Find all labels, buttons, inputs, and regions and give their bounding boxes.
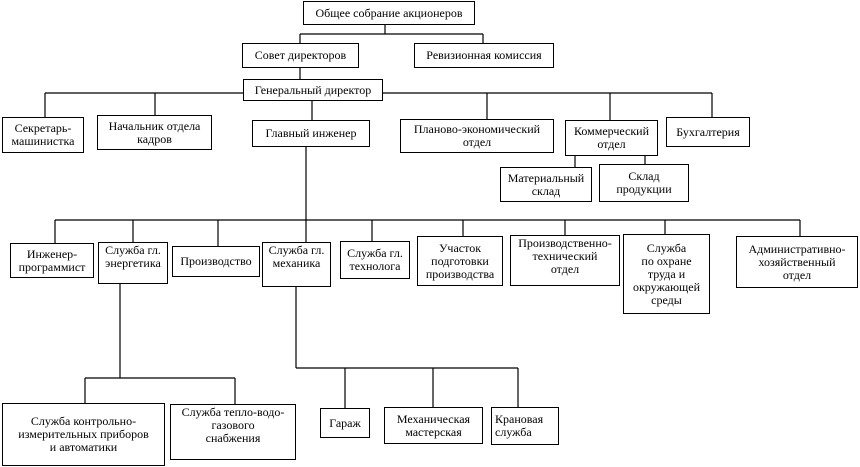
node-administrative-department: Административно- хозяйственный отдел (736, 236, 858, 288)
node-chief-power-service: Служба гл. энергетика (98, 242, 168, 284)
node-secretary: Секретарь- машинистка (2, 117, 84, 153)
node-chief-technologist-service: Служба гл. технолога (340, 241, 410, 279)
connector-lines (44, 24, 801, 408)
node-heat-water-gas-service: Служба тепло-водо- газового снабжения (170, 404, 296, 460)
node-board: Совет директоров (242, 43, 359, 68)
node-shareholders: Общее собрание акционеров (303, 1, 475, 25)
node-hr-head: Начальник отдела кадров (97, 115, 212, 150)
node-chief-engineer: Главный инженер (252, 120, 370, 147)
node-commercial-department: Коммерческий отдел (565, 120, 658, 156)
node-labor-safety-service: Служба по охране труда и окружающей сред… (623, 234, 710, 314)
node-garage: Гараж (320, 408, 370, 438)
node-accounting: Бухгалтерия (666, 117, 750, 147)
node-programmer: Инженер- программист (10, 243, 94, 278)
node-mechanical-workshop: Механическая мастерская (384, 407, 483, 444)
node-general-director: Генеральный директор (243, 79, 383, 101)
node-audit: Ревизионная комиссия (414, 43, 554, 68)
node-chief-mechanic-service: Служба гл. механика (262, 242, 331, 287)
node-production-technical-department: Производственно- технический отдел (510, 235, 620, 286)
node-product-store: Склад продукции (599, 164, 689, 202)
node-materials-store: Материальный склад (500, 167, 592, 202)
node-instrumentation-service: Служба контрольно- измерительных приборо… (2, 403, 165, 466)
node-planning-department: Планово-экономический отдел (400, 119, 554, 153)
node-production-prep-section: Участок подготовки производства (417, 236, 503, 286)
node-production: Производство (172, 246, 260, 277)
node-crane-service: Крановая служба (491, 407, 559, 445)
